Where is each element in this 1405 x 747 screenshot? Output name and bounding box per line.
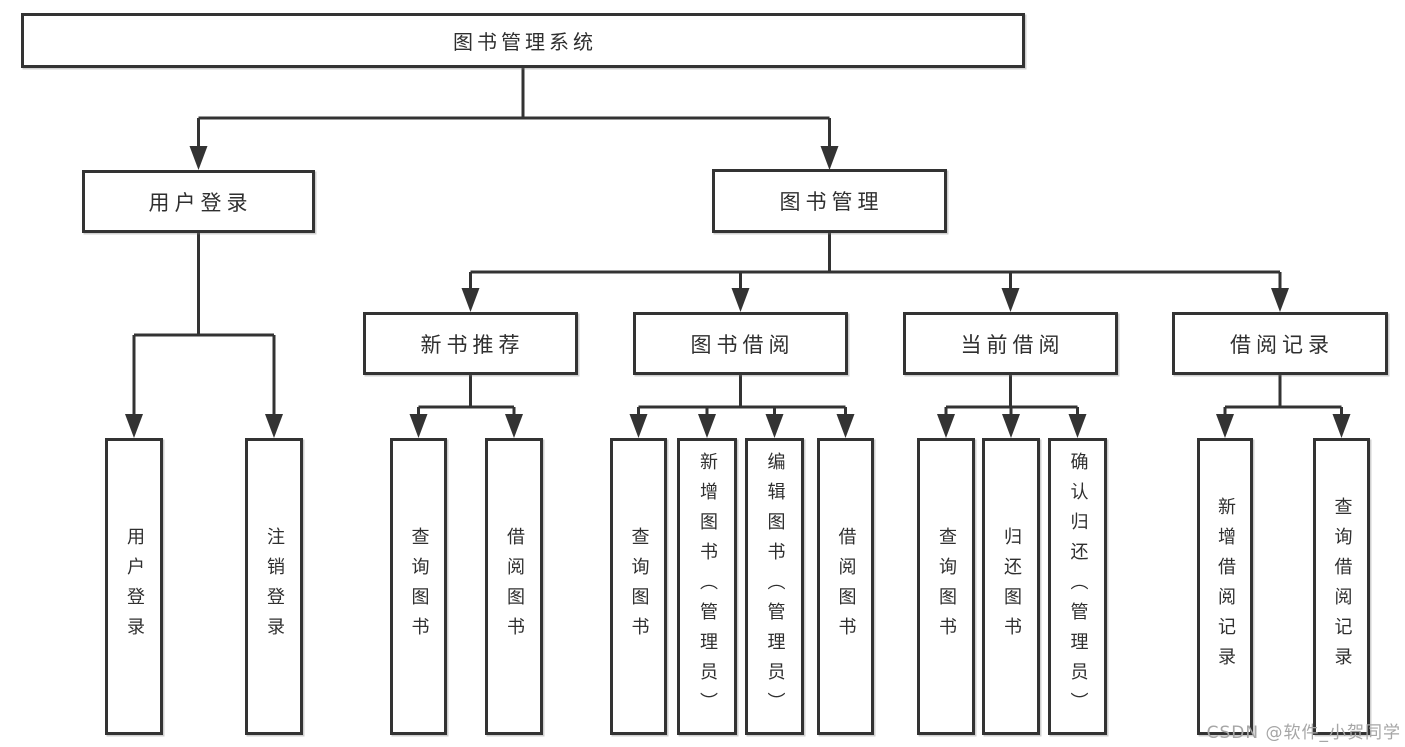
- node-label: 新书推荐: [420, 332, 525, 357]
- leaf-borrow-books-borrowing: 借阅图书: [817, 438, 874, 735]
- leaf-edit-books-admin: 编辑图书（管理员）: [745, 438, 804, 735]
- leaf-query-books-current: 查询图书: [917, 438, 975, 735]
- leaf-logout-login: 注销登录: [245, 438, 303, 735]
- leaf-borrow-books-recommend: 借阅图书: [485, 438, 543, 735]
- node-label: 归还图书: [1001, 526, 1022, 647]
- node-label: 查询图书: [628, 526, 650, 647]
- leaf-add-books-admin: 新增图书（管理员）: [677, 438, 737, 735]
- leaf-query-borrow-record: 查询借阅记录: [1313, 438, 1370, 735]
- node-label: 图书管理: [779, 190, 884, 214]
- leaf-return-books: 归还图书: [982, 438, 1040, 735]
- leaf-user-login: 用户登录: [105, 438, 163, 735]
- node-label: 查询借阅记录: [1331, 496, 1353, 677]
- node-label: 查询图书: [408, 526, 430, 647]
- leaf-query-books-recommend: 查询图书: [390, 438, 447, 735]
- node-label: 图书借阅: [690, 332, 795, 357]
- node-new-book-recommendation: 新书推荐: [363, 312, 578, 375]
- node-label: 查询图书: [936, 526, 957, 647]
- watermark-csdn: CSDN @软件_小贺同学: [1206, 723, 1401, 743]
- node-label: 注销登录: [264, 526, 285, 647]
- node-borrowing-records: 借阅记录: [1172, 312, 1388, 375]
- node-book-management: 图书管理: [712, 169, 947, 233]
- node-label: 用户登录: [124, 526, 145, 647]
- arrowheads: [125, 146, 1351, 438]
- leaf-confirm-return-admin: 确认归还（管理员）: [1048, 438, 1107, 735]
- node-user-login: 用户登录: [82, 170, 315, 233]
- node-label: 新增图书（管理员）: [697, 451, 718, 722]
- node-label: 编辑图书（管理员）: [764, 451, 786, 722]
- node-label: 图书管理系统: [453, 30, 597, 54]
- node-library-management-system: 图书管理系统: [21, 13, 1025, 68]
- node-book-borrowing: 图书借阅: [633, 312, 848, 375]
- node-label: 借阅图书: [504, 526, 525, 647]
- node-label: 当前借阅: [960, 332, 1065, 357]
- node-label: 借阅图书: [835, 526, 857, 647]
- node-label: 用户登录: [148, 190, 253, 215]
- leaf-query-books-borrowing: 查询图书: [610, 438, 667, 735]
- leaf-add-borrow-record: 新增借阅记录: [1197, 438, 1253, 735]
- node-current-borrowing: 当前借阅: [903, 312, 1118, 375]
- node-label: 借阅记录: [1230, 332, 1334, 357]
- node-label: 新增借阅记录: [1215, 496, 1236, 677]
- node-label: 确认归还（管理员）: [1067, 451, 1089, 722]
